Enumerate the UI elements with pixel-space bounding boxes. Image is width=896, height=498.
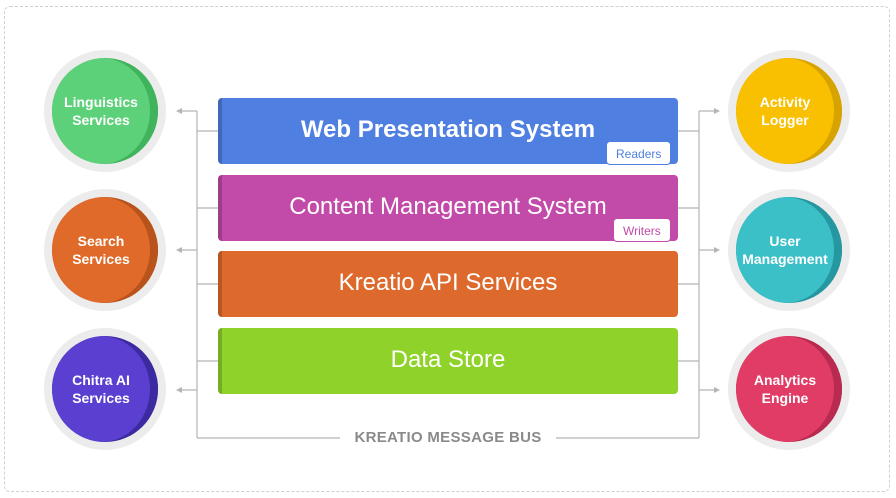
- chitra-ai-services-label: Chitra AI Services: [52, 336, 150, 442]
- message-bus-label: KREATIO MESSAGE BUS: [340, 428, 556, 448]
- analytics-engine-node: Analytics Engine: [728, 328, 850, 450]
- layer-content-management-system: Content Management System: [218, 175, 678, 241]
- user-management-label: User Management: [736, 197, 834, 303]
- layer-kreatio-api-services: Kreatio API Services: [218, 251, 678, 317]
- layer-edge: [218, 98, 222, 164]
- user-management-node: User Management: [728, 189, 850, 311]
- layer-web-presentation-label: Web Presentation System: [300, 116, 596, 143]
- search-services-label: Search Services: [52, 197, 150, 303]
- analytics-engine-label: Analytics Engine: [736, 336, 834, 442]
- layer-kreatio-api-label: Kreatio API Services: [338, 269, 558, 296]
- linguistics-services-node: Linguistics Services: [44, 50, 166, 172]
- activity-logger-node: Activity Logger: [728, 50, 850, 172]
- layer-edge: [218, 175, 222, 241]
- activity-logger-label: Activity Logger: [736, 58, 834, 164]
- chitra-ai-services-node: Chitra AI Services: [44, 328, 166, 450]
- layer-data-store: Data Store: [218, 328, 678, 394]
- diagram-frame: [4, 6, 890, 492]
- readers-badge: Readers: [606, 141, 672, 165]
- writers-badge: Writers: [613, 218, 671, 242]
- layer-data-store-label: Data Store: [390, 346, 506, 373]
- layer-edge: [218, 251, 222, 317]
- layer-content-management-label: Content Management System: [289, 193, 607, 220]
- layer-edge: [218, 328, 222, 394]
- layer-web-presentation-system: Web Presentation System: [218, 98, 678, 164]
- linguistics-services-label: Linguistics Services: [52, 58, 150, 164]
- search-services-node: Search Services: [44, 189, 166, 311]
